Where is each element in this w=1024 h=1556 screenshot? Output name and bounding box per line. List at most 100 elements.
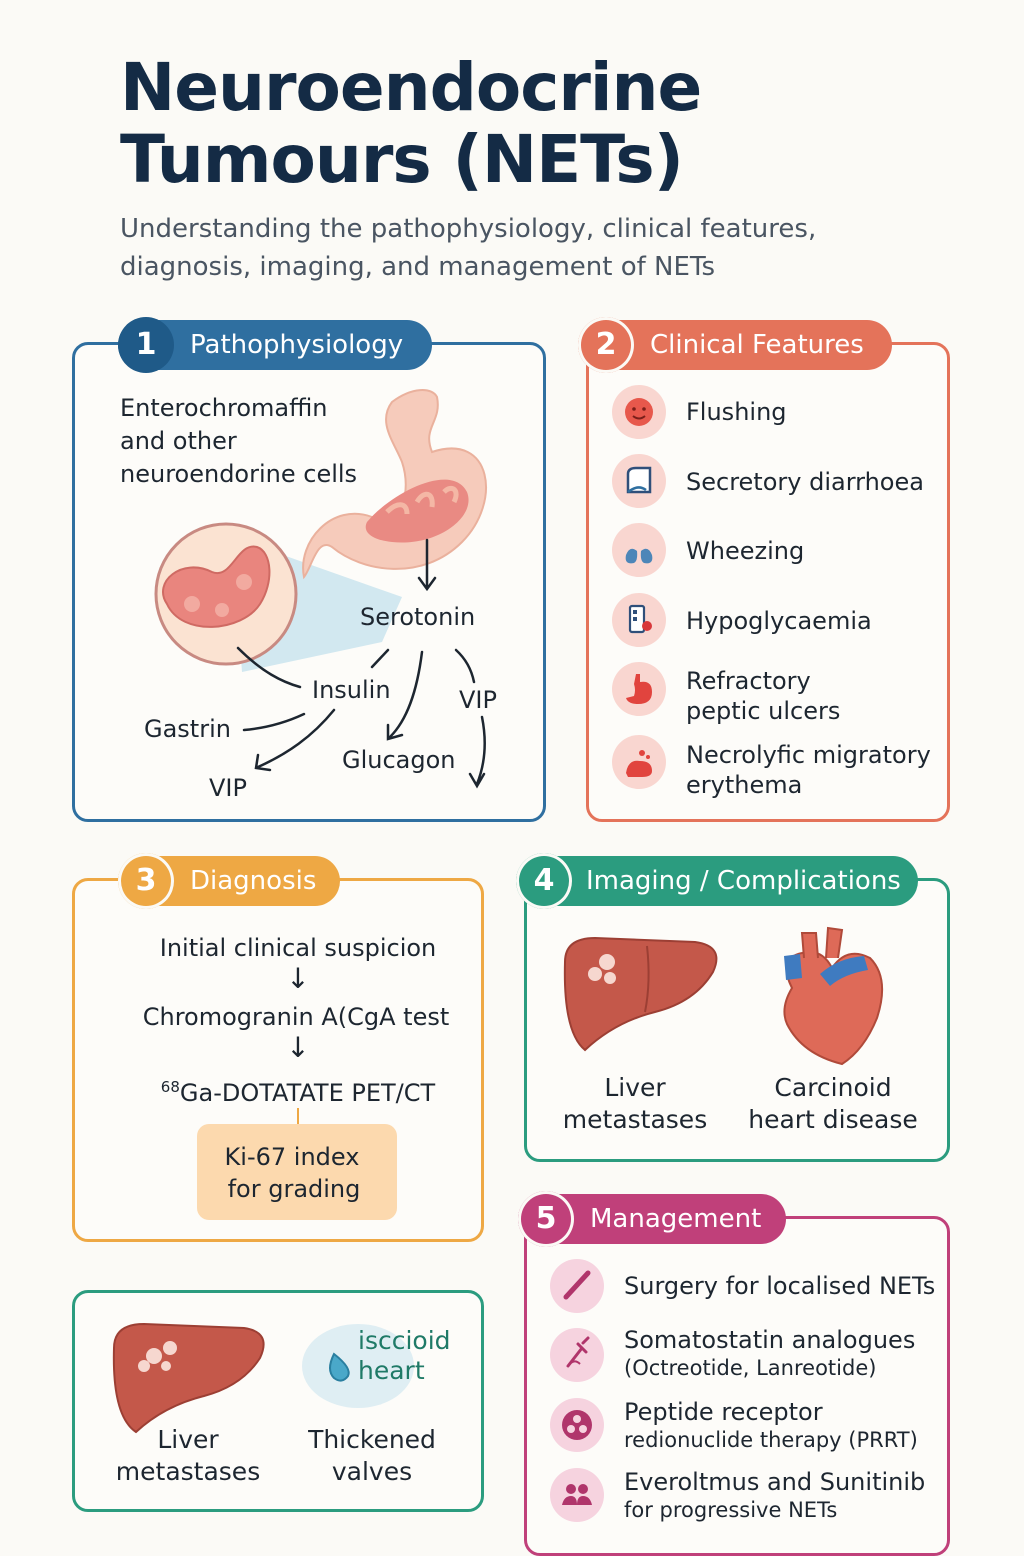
scalpel-icon xyxy=(550,1259,604,1313)
radiation-icon xyxy=(550,1398,604,1452)
section-number-2: 2 xyxy=(578,317,634,373)
imaging-liver-line-2: metastases xyxy=(562,1105,708,1134)
section-number-4: 4 xyxy=(516,853,572,909)
down-arrow-icon: ↓ xyxy=(286,1031,310,1064)
clinical-item-2: Secretory diarrhoea xyxy=(686,468,924,496)
imaging-heart-label: Carcinoid heart disease xyxy=(740,1072,926,1136)
clinical-item-5-line-1: Refractory xyxy=(686,667,811,695)
heart-icon xyxy=(783,926,884,1066)
stomach-mucosa xyxy=(365,479,469,543)
ki67-line-2: for grading xyxy=(227,1175,361,1203)
pathophysiology-illustration xyxy=(154,389,487,789)
diagnosis-step-3-text: Ga-DOTATATE PET/CT xyxy=(179,1079,436,1107)
liver-icon xyxy=(563,936,718,1052)
clinical-item-6-line-2: erythema xyxy=(686,771,803,799)
diagnosis-label: Diagnosis xyxy=(190,866,317,896)
clinical-item-5: Refractory peptic ulcers xyxy=(686,666,840,726)
management-item-2-line-1: Somatostatin analogues xyxy=(624,1326,916,1354)
imaging-liver-label: Liver metastases xyxy=(545,1072,725,1136)
title-line-1: Neuroendocrine xyxy=(120,49,702,126)
clinical-features-label: Clinical Features xyxy=(650,330,864,360)
imaging-heart-line-2: heart disease xyxy=(748,1105,918,1134)
badge-line-2: heart xyxy=(358,1356,425,1385)
hormone-glucagon: Glucagon xyxy=(342,746,456,774)
management-item-4: Everoltmus and Sunitinib for progressive… xyxy=(624,1468,925,1524)
flushed-face-icon xyxy=(612,385,666,439)
management-item-1: Surgery for localised NETs xyxy=(624,1272,936,1300)
extra-liver-line-1: Liver xyxy=(157,1425,219,1454)
serotonin-branch-right xyxy=(454,648,476,684)
hormone-vip-right: VIP xyxy=(459,686,497,714)
extra-liver-line-2: metastases xyxy=(115,1457,261,1486)
subtitle-line-1: Understanding the pathophysiology, clini… xyxy=(120,214,817,244)
imaging-pill: 4 Imaging / Complications xyxy=(516,853,918,909)
down-arrow-icon: ↓ xyxy=(286,962,310,995)
section-number-5: 5 xyxy=(518,1191,574,1247)
hormone-gastrin: Gastrin xyxy=(144,715,231,743)
clinical-item-4: Hypoglycaemia xyxy=(686,607,872,635)
clinical-item-5-line-2: peptic ulcers xyxy=(686,697,841,725)
imaging-label: Imaging / Complications xyxy=(586,866,901,896)
ki67-connector xyxy=(297,1108,299,1124)
vip-right-arrow xyxy=(468,715,486,789)
cells-description: Enterochromaffin and other neuroendorine… xyxy=(120,392,390,491)
diagnosis-step-3: 68Ga-DOTATATE PET/CT xyxy=(98,1072,498,1108)
lungs-icon xyxy=(612,523,666,577)
hormone-vip-left: VIP xyxy=(209,774,247,802)
page-title: Neuroendocrine Tumours (NETs) xyxy=(120,52,940,196)
subtitle-line-2: diagnosis, imaging, and management of NE… xyxy=(120,252,716,282)
diagnosis-step-2: Chromogranin A(CgA test xyxy=(142,1003,450,1031)
ki67-line-1: Ki-67 index xyxy=(224,1143,360,1171)
management-pill: 5 Management xyxy=(518,1191,786,1247)
hormone-serotonin: Serotonin xyxy=(360,603,476,631)
people-icon xyxy=(550,1468,604,1522)
section-number-1: 1 xyxy=(118,317,174,373)
badge-line-1: isccioid xyxy=(358,1326,451,1355)
serotonin-branch-glucagon xyxy=(386,650,424,741)
extra-liver-label: Liver metastases xyxy=(98,1424,278,1488)
management-label: Management xyxy=(590,1204,762,1234)
pathophysiology-label: Pathophysiology xyxy=(190,330,404,360)
management-item-2: Somatostatin analogues (Octreotide, Lanr… xyxy=(624,1326,915,1382)
valves-line-1: Thickened xyxy=(308,1425,436,1454)
ki67-box: Ki-67 index for grading xyxy=(197,1124,397,1220)
page-subtitle: Understanding the pathophysiology, clini… xyxy=(120,210,940,286)
valves-line-2: valves xyxy=(331,1457,413,1486)
cells-line-2: and other xyxy=(120,427,237,455)
management-item-4-line-2: for progressive NETs xyxy=(624,1498,838,1522)
imaging-liver-line-1: Liver xyxy=(604,1073,666,1102)
diagnosis-step-1: Initial clinical suspicion xyxy=(159,934,437,962)
clinical-item-1: Flushing xyxy=(686,398,787,426)
rash-icon xyxy=(612,735,666,789)
management-item-3-line-1: Peptide receptor xyxy=(624,1398,823,1426)
serotonin-branch-left xyxy=(370,648,390,669)
stomach-small-icon xyxy=(612,662,666,716)
toilet-paper-icon xyxy=(612,454,666,508)
clinical-features-pill: 2 Clinical Features xyxy=(578,317,892,373)
cell-to-insulin-line xyxy=(236,646,302,689)
hormone-insulin: Insulin xyxy=(312,676,391,704)
stomach-to-serotonin-arrow xyxy=(417,538,437,592)
clinical-item-3: Wheezing xyxy=(686,537,805,565)
diagnosis-pill: 3 Diagnosis xyxy=(118,853,340,909)
isotope-superscript: 68 xyxy=(160,1078,180,1096)
cells-line-1: Enterochromaffin xyxy=(120,394,328,422)
injection-icon xyxy=(550,1328,604,1382)
management-item-4-line-1: Everoltmus and Sunitinib xyxy=(624,1468,926,1496)
glucometer-icon xyxy=(612,593,666,647)
pathophysiology-pill: 1 Pathophysiology xyxy=(118,317,432,373)
clinical-item-6: Necrolyfic migratory erythema xyxy=(686,740,931,800)
management-item-3: Peptide receptor redionuclide therapy (P… xyxy=(624,1398,918,1454)
liver-icon xyxy=(112,1322,265,1434)
cells-line-3: neuroendorine cells xyxy=(120,460,358,488)
valve-badge-icon xyxy=(302,1324,414,1408)
imaging-heart-line-1: Carcinoid xyxy=(774,1073,892,1102)
valves-label: Thickened valves xyxy=(282,1424,462,1488)
title-line-2: Tumours (NETs) xyxy=(120,121,684,198)
gastrin-line xyxy=(242,712,306,732)
clinical-item-6-line-1: Necrolyfic migratory xyxy=(686,741,931,769)
management-item-2-line-2: (Octreotide, Lanreotide) xyxy=(624,1356,877,1380)
badge-label: isccioid heart xyxy=(358,1326,451,1386)
management-item-3-line-2: redionuclide therapy (PRRT) xyxy=(624,1428,918,1452)
section-number-3: 3 xyxy=(118,853,174,909)
